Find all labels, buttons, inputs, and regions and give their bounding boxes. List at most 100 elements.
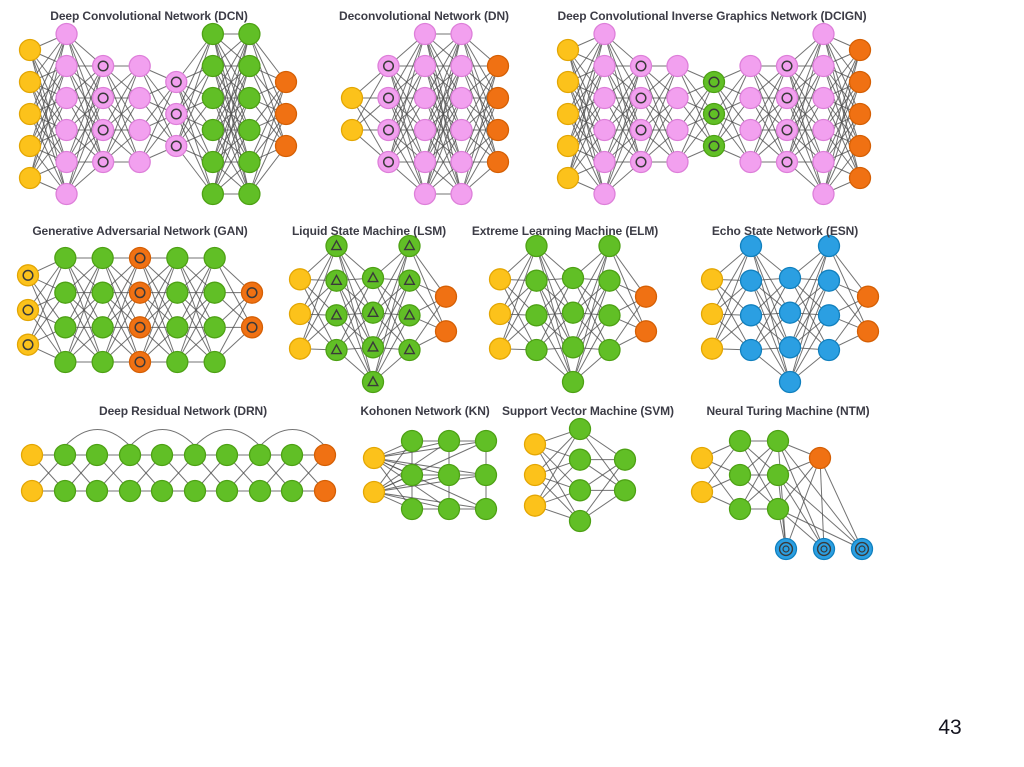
conv-kernel-cell [55, 54, 78, 78]
output-cell [848, 166, 872, 190]
hidden-cell [183, 479, 207, 503]
hidden-cell [728, 497, 752, 521]
conv-kernel-cell [812, 54, 835, 78]
conv-pool-cell [629, 118, 653, 142]
hidden-cell [166, 350, 189, 374]
hidden-cell [166, 281, 189, 304]
output-cell [856, 285, 880, 308]
conv-kernel-cell [128, 150, 151, 174]
match-output-cell [128, 316, 152, 339]
title-esn: Echo State Network (ESN) [711, 224, 859, 238]
title-elm: Extreme Learning Machine (ELM) [471, 224, 659, 238]
input-cell [18, 102, 42, 126]
conv-kernel-cell [450, 182, 473, 206]
hidden-cell [91, 246, 114, 270]
hidden-cell [598, 269, 621, 292]
memory-cell [774, 537, 798, 561]
spiking-hidden-cell [398, 234, 421, 258]
title-svm: Support Vector Machine (SVM) [502, 404, 674, 418]
prob-hidden-cell [702, 102, 726, 126]
hidden-cell [400, 463, 424, 487]
title-lsm: Liquid State Machine (LSM) [291, 224, 447, 238]
conv-kernel-cell [666, 86, 689, 110]
conv-kernel-cell [450, 22, 473, 46]
output-cell [274, 134, 298, 158]
hidden-cell [728, 429, 752, 453]
edges [299, 245, 447, 383]
conv-kernel-cell [128, 118, 151, 142]
input-cell [556, 38, 580, 62]
conv-kernel-cell [812, 22, 835, 46]
conv-kernel-cell [413, 118, 437, 142]
spiking-hidden-cell [398, 338, 421, 362]
hidden-cell [561, 370, 585, 394]
input-cell [556, 166, 580, 190]
hidden-cell [91, 281, 114, 304]
prob-hidden-cell [702, 134, 726, 158]
input-cell [288, 337, 312, 360]
hidden-cell [201, 54, 225, 78]
hidden-cell [203, 246, 226, 270]
input-cell [556, 134, 580, 158]
output-cell [313, 443, 337, 467]
hidden-cell [437, 497, 461, 521]
conv-kernel-cell [413, 182, 437, 206]
hidden-cell [248, 443, 272, 467]
hidden-cell [728, 463, 752, 487]
conv-pool-cell [377, 118, 400, 142]
output-cell [486, 54, 510, 78]
hidden-cell [568, 479, 592, 502]
diagram-dcign [556, 22, 872, 206]
conv-kernel-cell [55, 182, 78, 206]
spiking-hidden-cell [361, 336, 385, 359]
diagram-gan [16, 246, 264, 374]
input-cell [523, 433, 547, 456]
conv-kernel-cell [739, 86, 762, 110]
hidden-cell [54, 350, 77, 374]
diagram-lsm [288, 234, 458, 394]
diagram-dn [340, 22, 510, 206]
title-dcn: Deep Convolutional Network (DCN) [50, 9, 248, 23]
conv-pool-cell [377, 54, 400, 78]
recurrent-cell [778, 370, 802, 394]
input-cell [556, 70, 580, 94]
backfed-input-cell [16, 333, 40, 356]
output-cell [486, 150, 510, 174]
output-cell [486, 86, 510, 110]
skip-connection-arc [64, 429, 131, 447]
diagram-esn [700, 234, 880, 394]
nodes [340, 22, 510, 206]
hidden-cell [561, 336, 585, 359]
input-cell [523, 463, 547, 487]
nodes [362, 429, 498, 521]
diagram-drn [20, 429, 337, 503]
hidden-cell [561, 266, 585, 290]
hidden-cell [400, 429, 424, 453]
input-cell [488, 337, 512, 360]
recurrent-cell [778, 301, 802, 324]
input-cell [340, 86, 364, 110]
conv-pool-cell [775, 86, 799, 110]
diagram-ntm [690, 429, 874, 561]
input-cell [362, 446, 386, 470]
memory-cell [812, 537, 836, 561]
conv-kernel-cell [593, 54, 616, 78]
hidden-cell [91, 316, 114, 339]
input-cell [20, 443, 44, 467]
conv-kernel-cell [666, 118, 689, 142]
edges [373, 440, 487, 510]
hidden-cell [568, 509, 592, 533]
input-cell [690, 480, 714, 504]
spiking-hidden-cell [325, 269, 348, 292]
diagram-dcn [18, 22, 298, 206]
nodes [488, 234, 658, 394]
hidden-cell [248, 479, 272, 503]
output-cell [848, 38, 872, 62]
conv-kernel-cell [55, 150, 78, 174]
output-cell [634, 285, 658, 308]
input-cell [488, 268, 512, 291]
recurrent-cell [817, 269, 841, 292]
hidden-cell [118, 443, 142, 467]
hidden-cell [613, 448, 637, 471]
